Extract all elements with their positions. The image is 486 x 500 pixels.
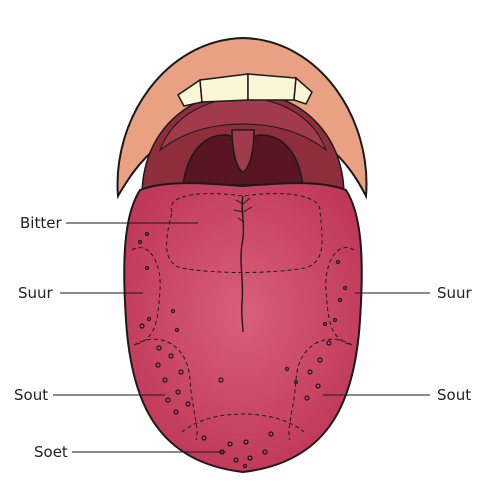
salt-zone-right [288,338,353,441]
label-bitter: Bitter [20,214,62,232]
salt-zone-left [133,338,198,441]
sweet-zone [181,413,305,433]
sour-zone-right [325,247,355,346]
label-salt-right: Sout [437,386,472,404]
label-sour-left: Suur [18,284,53,302]
sour-zone-left [131,247,161,346]
label-sweet: Soet [34,443,68,461]
papillae [137,231,348,469]
label-sour-right: Suur [437,284,472,302]
tongue-tip-cracks [233,197,253,223]
upper-palate [158,97,328,152]
leader-lines [53,222,430,453]
label-salt-left: Sout [14,386,49,404]
upper-teeth [177,73,313,107]
bitter-zone [166,193,323,273]
uvula [231,129,255,173]
